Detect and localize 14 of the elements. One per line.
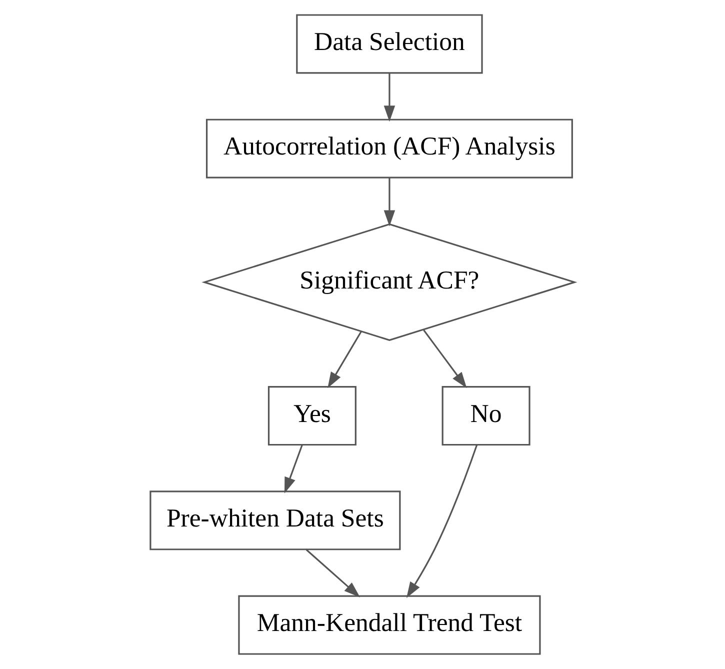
arrow (423, 330, 467, 388)
node-box: Data Selection (296, 14, 483, 74)
arrow (384, 178, 396, 226)
node-box: Mann-Kendall Trend Test (238, 595, 541, 655)
node-box: Autocorrelation (ACF) Analysis (206, 118, 573, 178)
arrow (284, 444, 303, 494)
arrow (406, 444, 478, 598)
node-diamond: Significant ACF? (202, 223, 578, 341)
node-box: Pre-whiten Data Sets (150, 490, 401, 550)
arrow (328, 331, 362, 388)
node-box: Yes (268, 386, 356, 446)
node-box: No (442, 386, 530, 446)
arrow (306, 549, 360, 598)
arrow (384, 73, 396, 122)
